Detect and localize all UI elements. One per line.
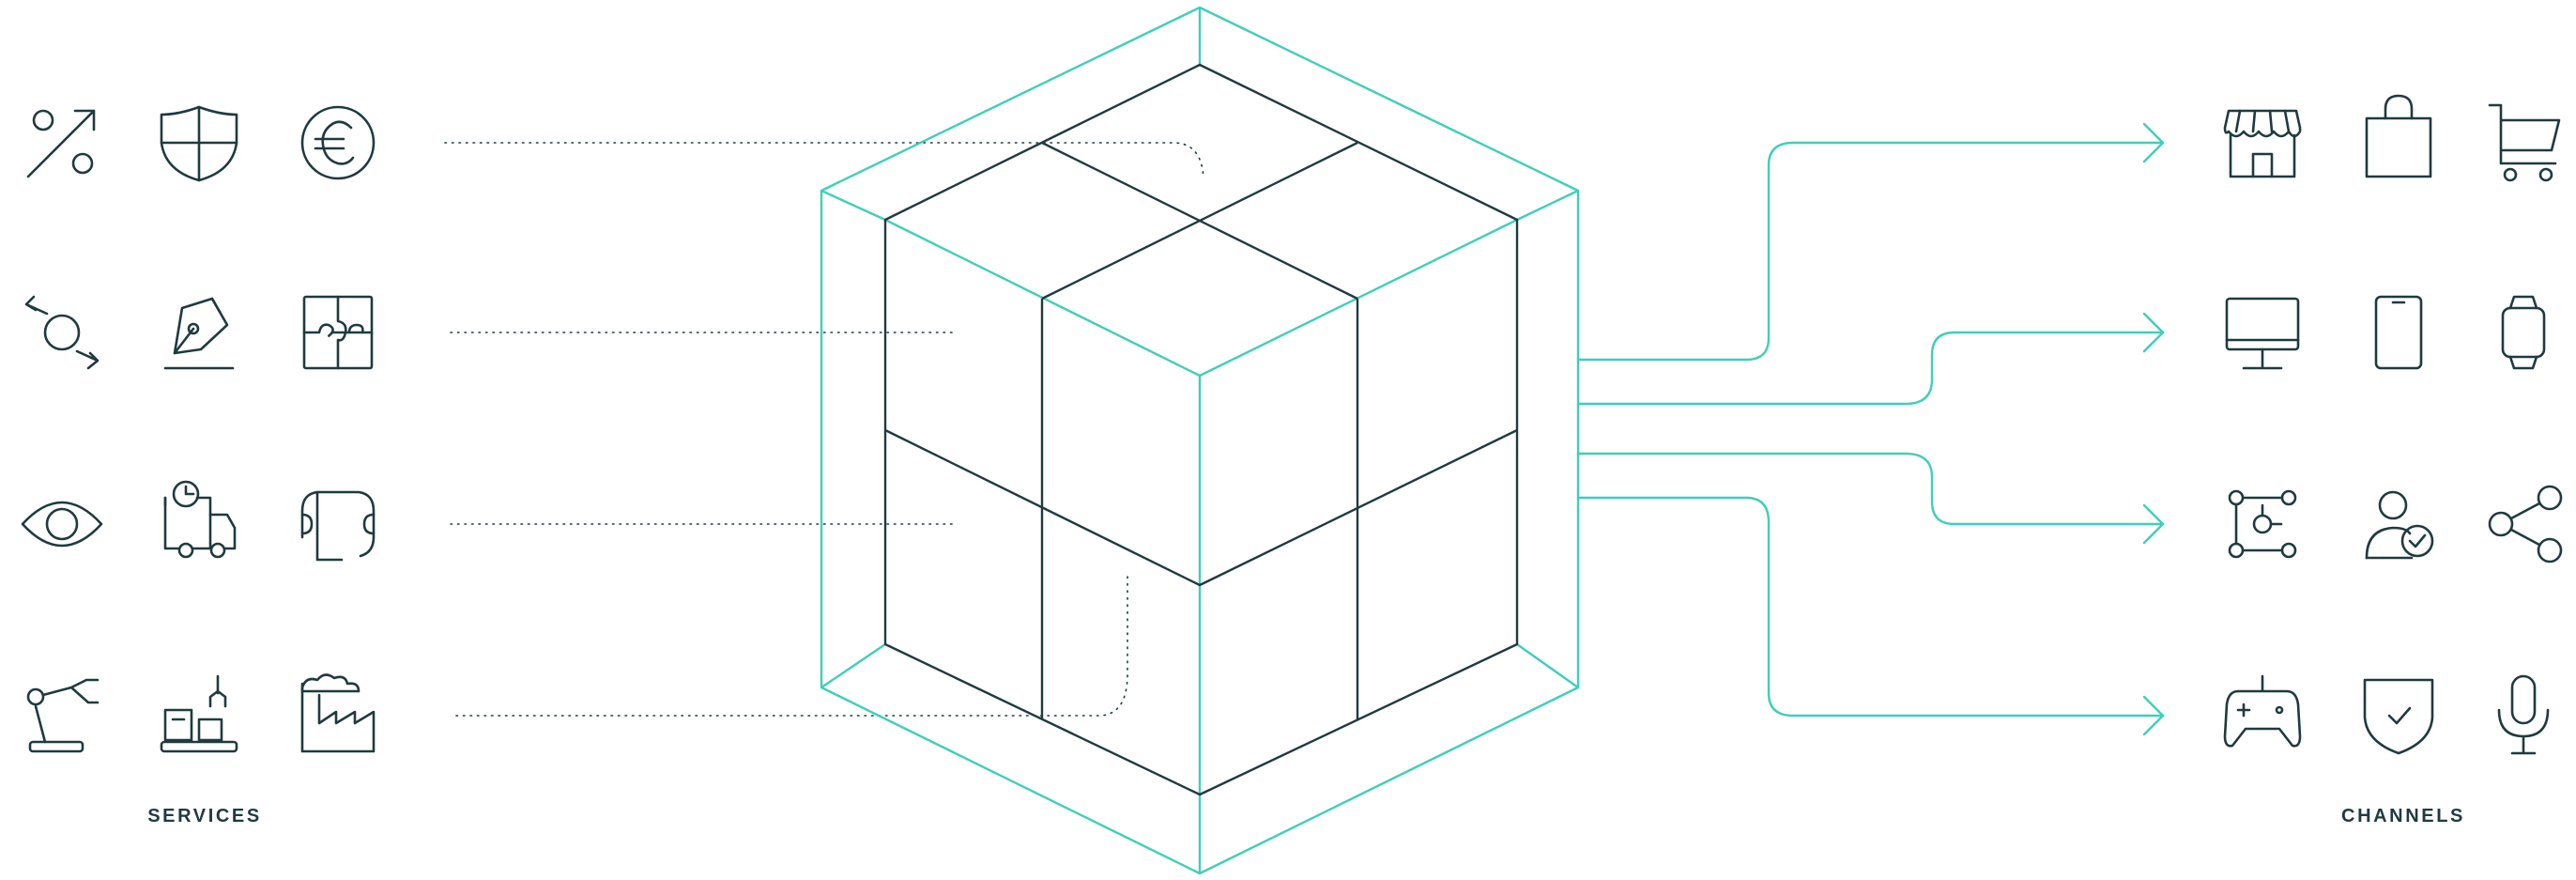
pen-tool-icon [163, 297, 235, 370]
factory-icon [300, 673, 376, 753]
smartwatch-icon [2501, 295, 2546, 370]
arrow-row-3 [1576, 452, 2165, 545]
eye-icon [21, 501, 103, 548]
inner-cube [884, 218, 1518, 795]
channels-caption: CHANNELS [2341, 806, 2465, 826]
cube-grid [883, 63, 1519, 796]
cube-icon [820, 6, 1580, 875]
headset-icon [300, 490, 376, 562]
puzzle-icon [302, 295, 374, 370]
channel-arrows [1576, 122, 2165, 736]
verified-user-icon [2365, 490, 2434, 560]
shopping-cart-icon [2488, 103, 2561, 182]
service-connectors [444, 142, 1204, 717]
network-nodes-icon [2228, 489, 2297, 559]
storefront-icon [2223, 109, 2302, 178]
arrow-row-2 [1576, 312, 2165, 406]
channel-icons [2223, 94, 2563, 755]
outer-hexagon [820, 6, 1580, 875]
services-icons [21, 105, 376, 753]
robot-arm-icon [26, 678, 100, 753]
microphone-icon [2497, 674, 2550, 755]
shopping-bag-icon [2365, 94, 2432, 178]
services-caption: SERVICES [147, 806, 262, 826]
shield-check-icon [2363, 678, 2434, 755]
warehouse-crane-icon [160, 674, 238, 753]
smartphone-icon [2374, 295, 2423, 370]
arrow-row-1 [1576, 122, 2165, 362]
delivery-truck-icon [163, 480, 237, 559]
percent-growth-icon [26, 109, 96, 178]
arrow-row-4 [1576, 496, 2165, 736]
euro-coin-icon [300, 105, 376, 180]
share-icon [2488, 485, 2563, 564]
exchange-arrows-icon [24, 295, 100, 370]
connector-row-1 [444, 142, 1204, 179]
game-controller-icon [2223, 674, 2302, 748]
shield-icon [160, 105, 238, 182]
connector-row-4 [455, 574, 1128, 717]
desktop-monitor-icon [2225, 297, 2300, 370]
